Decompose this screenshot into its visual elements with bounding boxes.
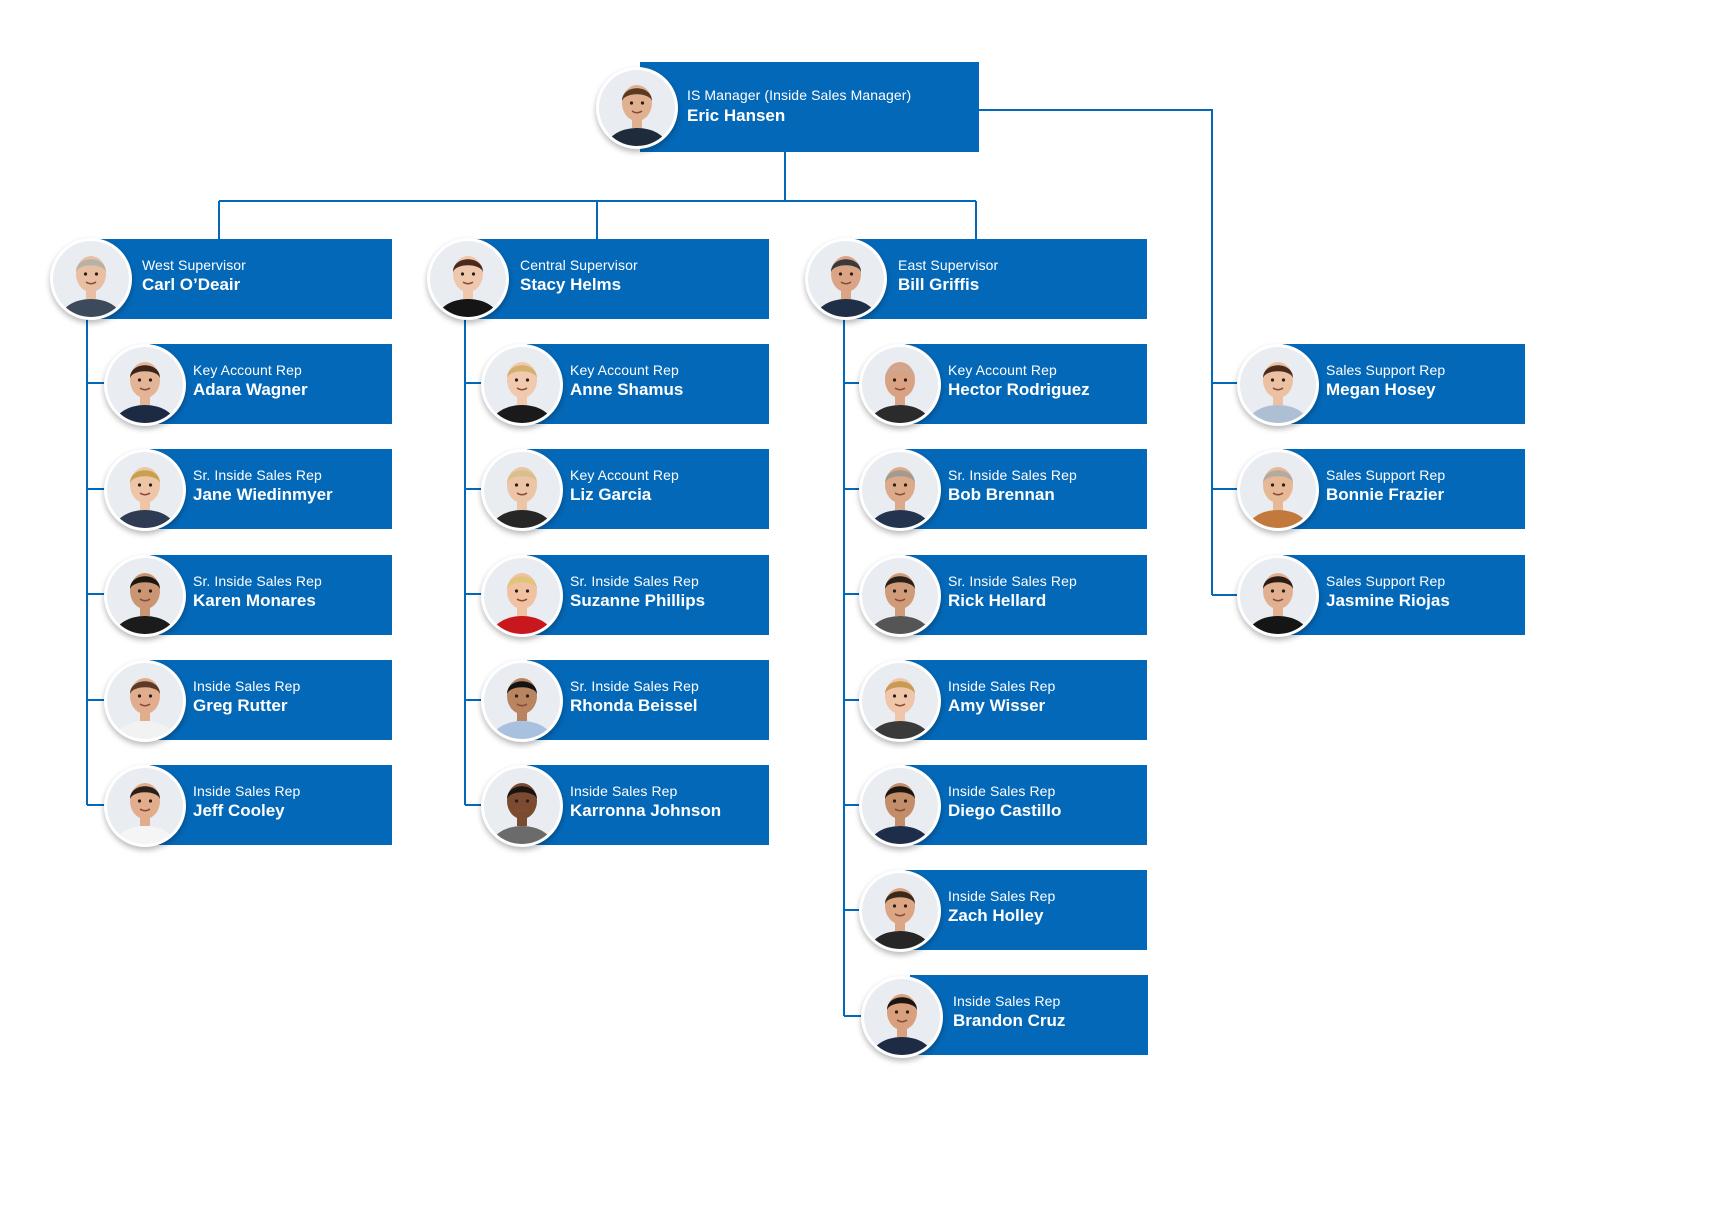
employee-name: Hector Rodriguez — [948, 380, 1090, 399]
employee-title: Sales Support Rep — [1326, 467, 1446, 483]
employee-card[interactable]: Sr. Inside Sales Rep Rhonda Beissel — [527, 660, 769, 740]
employee-name: Brandon Cruz — [953, 1011, 1066, 1030]
employee-name: Greg Rutter — [193, 696, 288, 715]
person-photo-icon — [481, 344, 563, 426]
supervisor-card-east[interactable]: East Supervisor Bill Griffis — [855, 239, 1147, 319]
employee-title: Inside Sales Rep — [948, 678, 1056, 694]
employee-title: Sales Support Rep — [1326, 362, 1446, 378]
person-photo-icon — [481, 555, 563, 637]
employee-title: Inside Sales Rep — [948, 783, 1056, 799]
employee-title: Sr. Inside Sales Rep — [948, 467, 1077, 483]
employee-title: Inside Sales Rep — [953, 993, 1061, 1009]
employee-name: Bob Brennan — [948, 485, 1055, 504]
manager-name: Eric Hansen — [687, 106, 786, 125]
employee-card[interactable]: Sr. Inside Sales Rep Jane Wiedinmyer — [150, 449, 392, 529]
person-photo-icon — [104, 660, 186, 742]
person-photo-icon — [104, 555, 186, 637]
person-photo-icon — [596, 67, 678, 149]
employee-card[interactable]: Key Account Rep Hector Rodriguez — [905, 344, 1147, 424]
employee-card[interactable]: Key Account Rep Liz Garcia — [527, 449, 769, 529]
person-photo-icon — [1237, 344, 1319, 426]
employee-card[interactable]: Sales Support Rep Bonnie Frazier — [1283, 449, 1525, 529]
person-photo-icon — [104, 765, 186, 847]
person-photo-icon — [861, 976, 943, 1058]
employee-name: Amy Wisser — [948, 696, 1046, 715]
supervisor-name: Stacy Helms — [520, 275, 622, 294]
employee-card[interactable]: Inside Sales Rep Zach Holley — [905, 870, 1147, 950]
employee-card[interactable]: Sr. Inside Sales Rep Karen Monares — [150, 555, 392, 635]
connector-support-branch — [978, 109, 1213, 595]
employee-title: Sr. Inside Sales Rep — [948, 573, 1077, 589]
employee-card[interactable]: Inside Sales Rep Karronna Johnson — [527, 765, 769, 845]
person-photo-icon — [427, 238, 509, 320]
employee-title: Inside Sales Rep — [193, 678, 301, 694]
supervisor-name: Bill Griffis — [898, 275, 980, 294]
employee-name: Adara Wagner — [193, 380, 308, 399]
supervisor-title: Central Supervisor — [520, 257, 638, 273]
employee-name: Jasmine Riojas — [1326, 591, 1450, 610]
employee-name: Bonnie Frazier — [1326, 485, 1445, 504]
employee-card[interactable]: Sr. Inside Sales Rep Rick Hellard — [905, 555, 1147, 635]
employee-name: Rhonda Beissel — [570, 696, 698, 715]
person-photo-icon — [805, 238, 887, 320]
employee-card[interactable]: Inside Sales Rep Diego Castillo — [905, 765, 1147, 845]
employee-title: Sr. Inside Sales Rep — [570, 678, 699, 694]
person-photo-icon — [859, 765, 941, 847]
employee-title: Sr. Inside Sales Rep — [193, 573, 322, 589]
person-photo-icon — [859, 344, 941, 426]
employee-title: Key Account Rep — [948, 362, 1057, 378]
employee-card[interactable]: Inside Sales Rep Jeff Cooley — [150, 765, 392, 845]
supervisor-title: West Supervisor — [142, 257, 246, 273]
employee-card[interactable]: Key Account Rep Anne Shamus — [527, 344, 769, 424]
employee-title: Sr. Inside Sales Rep — [570, 573, 699, 589]
supervisor-title: East Supervisor — [898, 257, 999, 273]
employee-title: Inside Sales Rep — [570, 783, 678, 799]
employee-name: Jane Wiedinmyer — [193, 485, 333, 504]
person-photo-icon — [859, 660, 941, 742]
employee-name: Anne Shamus — [570, 380, 684, 399]
employee-name: Karen Monares — [193, 591, 316, 610]
employee-name: Jeff Cooley — [193, 801, 285, 820]
employee-title: Key Account Rep — [570, 362, 679, 378]
employee-title: Sr. Inside Sales Rep — [193, 467, 322, 483]
org-connector-lines — [86, 109, 1238, 1017]
person-photo-icon — [1237, 555, 1319, 637]
person-photo-icon — [859, 449, 941, 531]
employee-card[interactable]: Sr. Inside Sales Rep Suzanne Phillips — [527, 555, 769, 635]
employee-card[interactable]: Inside Sales Rep Brandon Cruz — [910, 975, 1148, 1055]
person-photo-icon — [104, 344, 186, 426]
supervisor-card-central[interactable]: Central Supervisor Stacy Helms — [477, 239, 769, 319]
employee-name: Megan Hosey — [1326, 380, 1436, 399]
employee-name: Zach Holley — [948, 906, 1044, 925]
person-photo-icon — [481, 449, 563, 531]
employee-name: Karronna Johnson — [570, 801, 722, 820]
employee-title: Inside Sales Rep — [193, 783, 301, 799]
employee-title: Inside Sales Rep — [948, 888, 1056, 904]
employee-name: Suzanne Phillips — [570, 591, 706, 610]
employee-title: Key Account Rep — [193, 362, 302, 378]
manager-title: IS Manager (Inside Sales Manager) — [687, 87, 912, 103]
manager-card[interactable]: IS Manager (Inside Sales Manager) Eric H… — [640, 62, 979, 152]
employee-card[interactable]: Inside Sales Rep Amy Wisser — [905, 660, 1147, 740]
supervisor-card-west[interactable]: West Supervisor Carl O’Deair — [100, 239, 392, 319]
employee-name: Rick Hellard — [948, 591, 1047, 610]
person-photo-icon — [104, 449, 186, 531]
employee-title: Key Account Rep — [570, 467, 679, 483]
person-photo-icon — [859, 870, 941, 952]
person-photo-icon — [859, 555, 941, 637]
employee-card[interactable]: Sales Support Rep Megan Hosey — [1283, 344, 1525, 424]
employee-name: Liz Garcia — [570, 485, 652, 504]
person-photo-icon — [1237, 449, 1319, 531]
employee-card[interactable]: Key Account Rep Adara Wagner — [150, 344, 392, 424]
employee-card[interactable]: Inside Sales Rep Greg Rutter — [150, 660, 392, 740]
employee-card[interactable]: Sr. Inside Sales Rep Bob Brennan — [905, 449, 1147, 529]
person-photo-icon — [481, 765, 563, 847]
employee-title: Sales Support Rep — [1326, 573, 1446, 589]
person-photo-icon — [481, 660, 563, 742]
person-photo-icon — [50, 238, 132, 320]
supervisor-name: Carl O’Deair — [142, 275, 241, 294]
employee-name: Diego Castillo — [948, 801, 1062, 820]
employee-card[interactable]: Sales Support Rep Jasmine Riojas — [1283, 555, 1525, 635]
